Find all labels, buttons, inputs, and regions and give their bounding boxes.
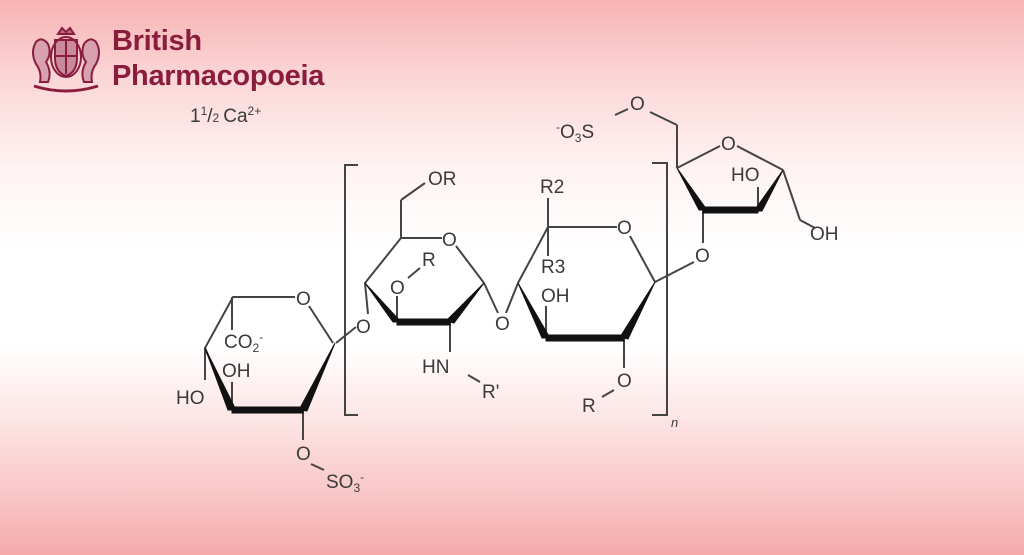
hydroxyl-d: OH [810,224,839,245]
logo-line-pharmacopoeia: Pharmacopoeia [112,60,325,92]
ring-c-oxygen: O [617,218,632,239]
sulfate-oxygen-a: O [296,444,311,465]
british-pharmacopoeia-logo: British Pharmacopoeia [28,24,324,94]
r-label-c: R [582,396,596,417]
sulfate-a: SO3- [326,470,364,495]
ring-a-oxygen: O [296,289,311,310]
ether-oxygen-b: O [390,278,405,299]
repeat-n-label: n [671,415,678,430]
logo-line-british: British [112,25,202,57]
r-prime-label: R' [482,382,499,403]
royal-coat-of-arms-icon [32,26,100,93]
hydroxyl-ho-d: HO [731,165,760,186]
hydroxyl-a: OH [222,361,251,382]
hydroxyl-c: OH [541,286,570,307]
hydroxyl-ho-a: HO [176,388,205,409]
bonds [203,108,816,471]
atom-labels: O CO2- OH HO O SO3- O OR O O R HN R' O R… [176,94,839,495]
r3-label: R3 [541,257,565,278]
sulfate-d: -O3S [556,120,594,145]
r-label-b: R [422,250,436,271]
sulfate-oxygen-d: O [630,94,645,115]
ether-oxygen-c: O [617,371,632,392]
glycosidic-oxygen-1: O [356,317,371,338]
glycosidic-oxygen-3: O [695,246,710,267]
ring-d-oxygen: O [721,134,736,155]
glycosidic-oxygen-2: O [495,314,510,335]
carboxylate-label: CO2- [224,330,263,355]
ring-b-oxygen: O [442,230,457,251]
or-label-b: OR [428,169,457,190]
r2-label: R2 [540,177,564,198]
wedge-bonds [204,167,784,414]
hn-label: HN [422,357,449,378]
